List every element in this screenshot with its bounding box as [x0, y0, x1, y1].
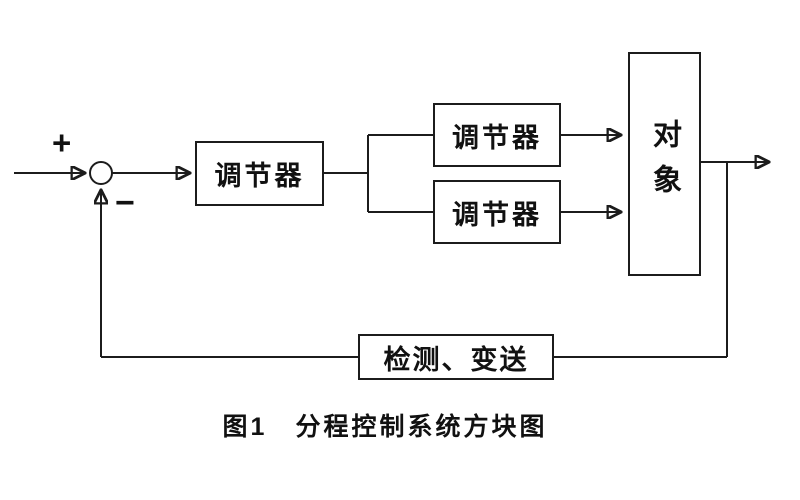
plus-sign: +: [52, 124, 72, 161]
block-feedback-transmitter-label: 检测、变送: [383, 344, 529, 375]
block-controller-main-label: 调节器: [214, 161, 305, 191]
block-feedback-transmitter: 检测、变送: [358, 334, 554, 380]
block-controller-lower-label: 调节器: [452, 199, 542, 230]
minus-sign: −: [115, 184, 135, 222]
block-controller-upper-label: 调节器: [452, 122, 542, 153]
block-process: 对象: [628, 52, 701, 276]
block-controller-lower: 调节器: [433, 180, 561, 244]
block-controller-upper: 调节器: [433, 103, 561, 167]
figure-caption: 图1 分程控制系统方块图: [222, 413, 548, 441]
block-process-label: 对象: [648, 119, 681, 209]
summing-junction-circle: [89, 161, 113, 185]
block-controller-main: 调节器: [195, 141, 324, 206]
